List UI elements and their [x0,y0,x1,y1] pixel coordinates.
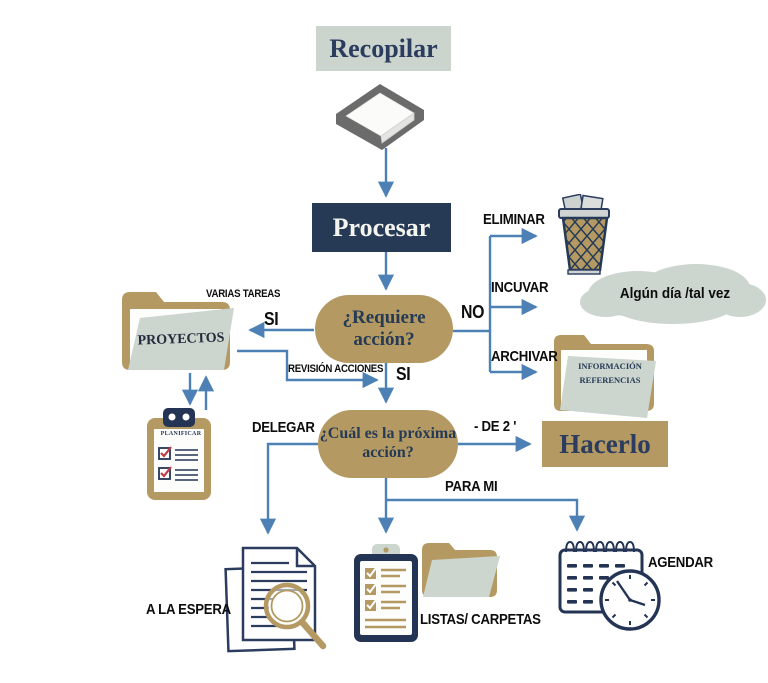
trash-basket-icon [558,194,610,275]
decision-proxima-accion: ¿Cuál es la próxima acción? [318,410,458,478]
procesar-box: Procesar [312,203,451,252]
arrow-revision-acciones [237,349,379,389]
archivar-label: ARCHIVAR [491,348,558,365]
revision-acciones-label: REVISIÓN ACCIONES [288,363,384,375]
proyectos-folder-icon [122,292,234,370]
documents-magnifier-icon [224,546,327,653]
planificar-clipboard-icon [147,408,211,500]
proyectos-label: PROYECTOS [137,330,225,349]
requiere-line2: acción? [353,329,415,350]
checklist-clipboard-icon [354,544,418,642]
hacerlo-box: Hacerlo [542,421,668,467]
recopilar-box: Recopilar [316,26,451,71]
para-mi-label: PARA MI [445,478,498,495]
proxima-line2: acción? [362,444,414,461]
planificar-label: PLANIFICAR [160,431,202,437]
someday-cloud-shape [580,264,766,324]
listas-carpetas-label: LISTAS/ CARPETAS [420,611,541,628]
a-la-espera-label: A LA ESPERA [146,601,231,618]
hacerlo-label: Hacerlo [559,429,651,459]
calendar-clock-icon [558,540,661,631]
incuvar-label: INCUVAR [491,279,549,296]
no-label: NO [461,302,485,322]
varias-tareas-label: VARIAS TAREAS [206,288,281,300]
menos-de-2-label: - DE 2 ' [474,418,517,435]
algun-dia-label: Algún día /tal vez [619,285,731,302]
recopilar-label: Recopilar [329,34,438,63]
referencias-folder-icon [554,335,656,418]
carpetas-folder-icon [422,543,500,597]
referencias-label: REFERENCIAS [579,374,641,385]
informacion-label: INFORMACIÓN [578,361,642,371]
inbox-tray-icon [336,84,424,150]
delegar-label: DELEGAR [252,419,315,436]
proxima-line1: ¿Cuál es la próxima [319,425,457,443]
si-proyectos-label: SI [264,309,279,329]
requiere-line1: ¿Requiere [342,306,426,328]
arrow-para-mi [386,498,586,532]
agendar-label: AGENDAR [648,554,713,571]
procesar-label: Procesar [332,213,431,242]
arrow-delegar [259,442,318,535]
referencias-folder-label: INFORMACIÓN REFERENCIAS [567,360,653,387]
eliminar-label: ELIMINAR [483,211,545,228]
si-proxima-label: SI [396,364,411,384]
decision-requiere-accion: ¿Requiere acción? [315,295,453,363]
